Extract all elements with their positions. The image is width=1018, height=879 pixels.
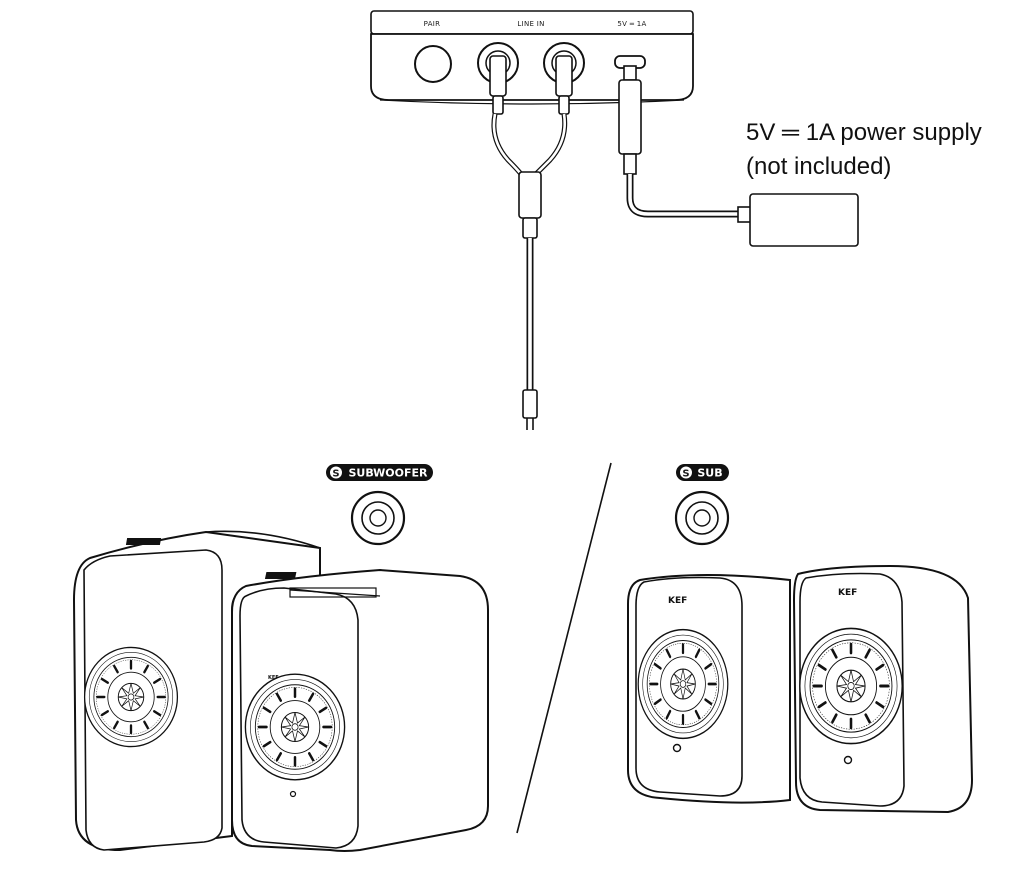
right-speaker-left-unit: KEF: [627, 574, 791, 804]
right-badge-label: SUB: [697, 467, 722, 480]
left-badge-letter: S: [332, 469, 339, 480]
left-badge-label: SUBWOOFER: [349, 467, 429, 480]
left-front-logo: KEF: [268, 675, 279, 681]
right-sub-badge: S SUB: [676, 464, 729, 481]
left-subwoofer-badge: S SUBWOOFER: [326, 464, 433, 481]
right-sub-out-socket: [674, 490, 730, 546]
rca-y-cable: [489, 55, 573, 430]
power-supply-line1: 5V ═ 1A power supply: [746, 119, 982, 146]
power-supply-line2: (not included): [746, 153, 891, 180]
left-speaker-front: KEF: [231, 568, 489, 852]
pair-button[interactable]: [414, 45, 452, 83]
right-left-logo: KEF: [668, 596, 687, 606]
right-right-logo: KEF: [838, 588, 857, 598]
right-badge-letter: S: [682, 469, 689, 480]
left-sub-out-socket: [350, 490, 406, 546]
power-cable: [618, 65, 859, 247]
right-speaker-right-unit: KEF: [792, 564, 974, 814]
power-adapter: [749, 193, 859, 247]
line-in-label: LINE IN: [517, 20, 544, 28]
wireless-hub: PAIR LINE IN 5V ═ 1A: [370, 10, 694, 105]
pair-label: PAIR: [424, 20, 441, 28]
left-speaker-back: [72, 530, 321, 852]
panel-divider: [516, 462, 612, 834]
power-port-label: 5V ═ 1A: [617, 20, 646, 28]
